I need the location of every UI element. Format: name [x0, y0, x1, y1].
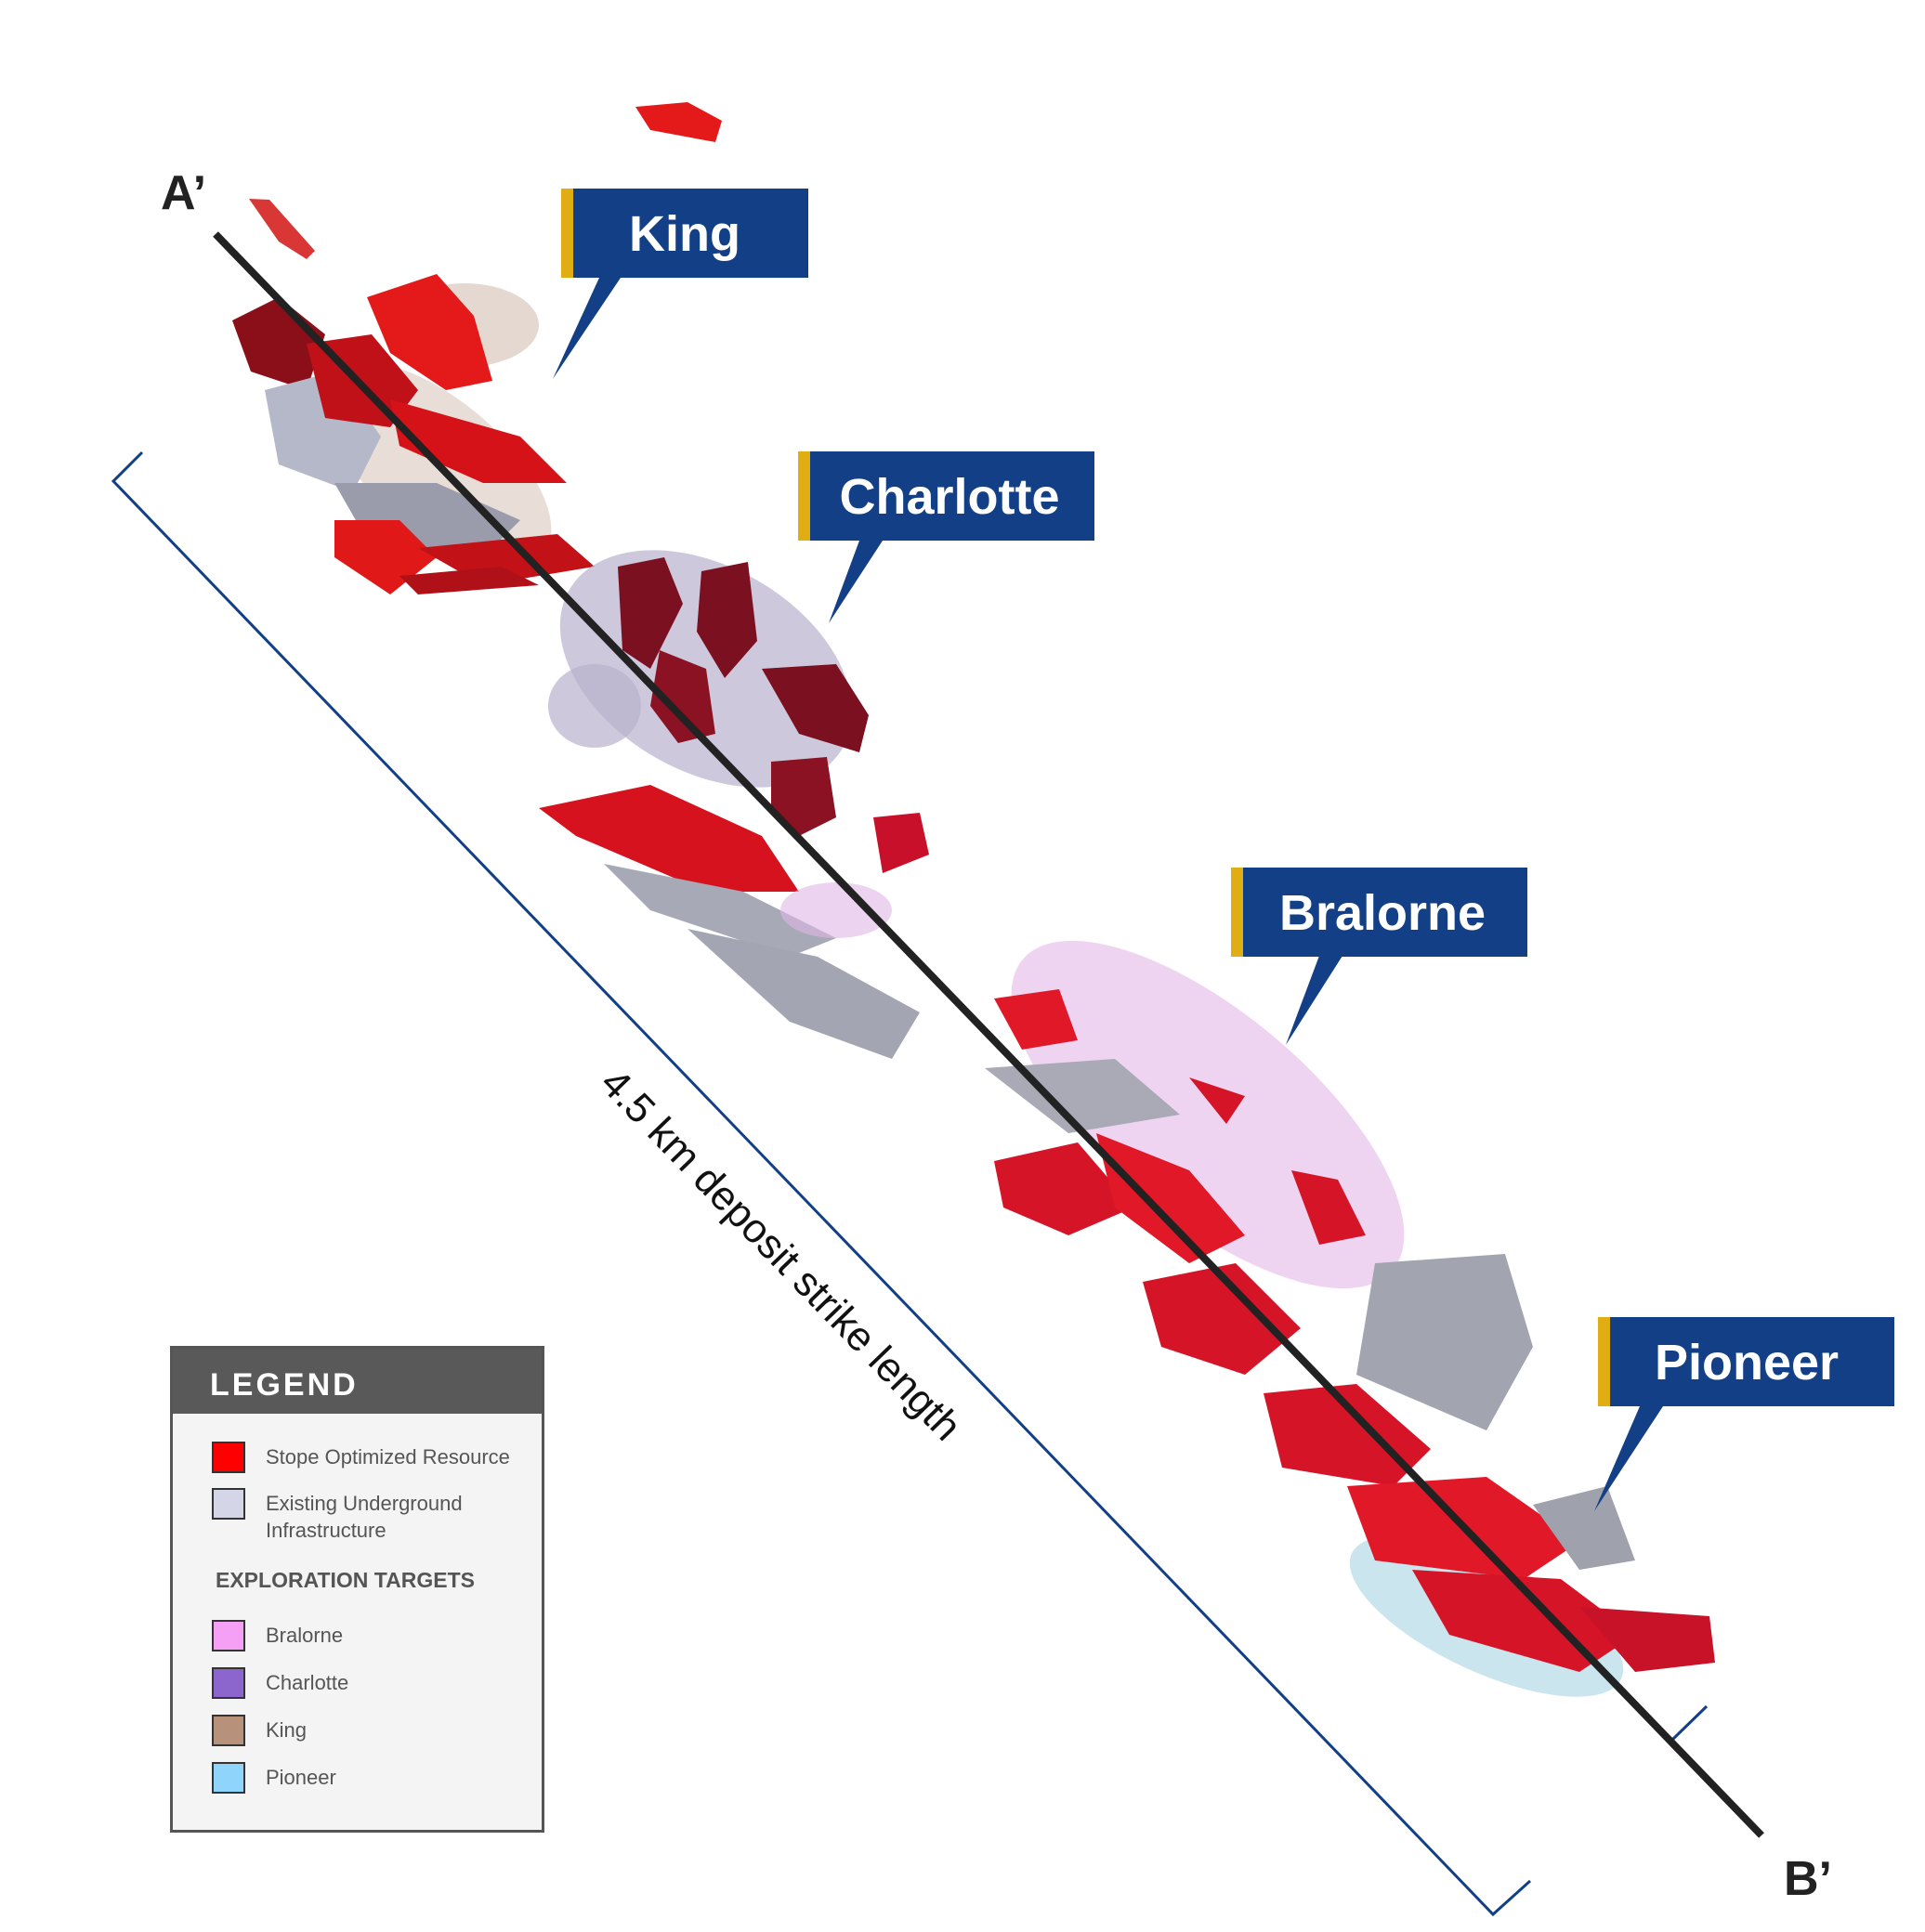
pink-swatch-icon: [212, 1620, 245, 1651]
legend-item-charlotte: Charlotte: [212, 1667, 348, 1699]
legend-item-king: King: [212, 1715, 307, 1746]
pioneer-zone: [1264, 1254, 1715, 1697]
section-line-a-b: [213, 231, 1764, 1838]
callout-bralorne: Bralorne: [1231, 868, 1527, 1045]
section-label-end: B’: [1784, 1852, 1832, 1906]
section-label-start: A’: [161, 166, 206, 220]
callout-label: Charlotte: [839, 469, 1059, 525]
brown-swatch-icon: [212, 1715, 245, 1746]
legend-item-pioneer: Pioneer: [212, 1762, 336, 1794]
king-zone: [232, 102, 722, 594]
purple-swatch-icon: [212, 1667, 245, 1699]
blue-swatch-icon: [212, 1762, 245, 1794]
callout-pioneer: Pioneer: [1594, 1317, 1894, 1511]
callout-charlotte: Charlotte: [798, 451, 1094, 623]
callout-label: Bralorne: [1279, 885, 1486, 941]
legend-title: LEGEND: [173, 1349, 542, 1414]
legend-item-stope-resource: Stope Optimized Resource: [212, 1442, 510, 1473]
red-swatch-icon: [212, 1442, 245, 1473]
legend: LEGEND Stope Optimized Resource Existing…: [170, 1346, 544, 1833]
bracket-end-tick: [1670, 1704, 1709, 1742]
strike-length-bracket: [111, 450, 1532, 1917]
legend-item-bralorne: Bralorne: [212, 1620, 343, 1651]
lavender-swatch-icon: [212, 1488, 245, 1520]
strike-length-label: 4.5 km deposit strike length: [592, 1060, 970, 1449]
legend-section-title: EXPLORATION TARGETS: [216, 1568, 475, 1592]
callout-label: Pioneer: [1655, 1335, 1839, 1390]
callout-label: King: [629, 206, 740, 262]
charlotte-zone: [539, 550, 929, 1059]
callout-king: King: [553, 189, 808, 379]
